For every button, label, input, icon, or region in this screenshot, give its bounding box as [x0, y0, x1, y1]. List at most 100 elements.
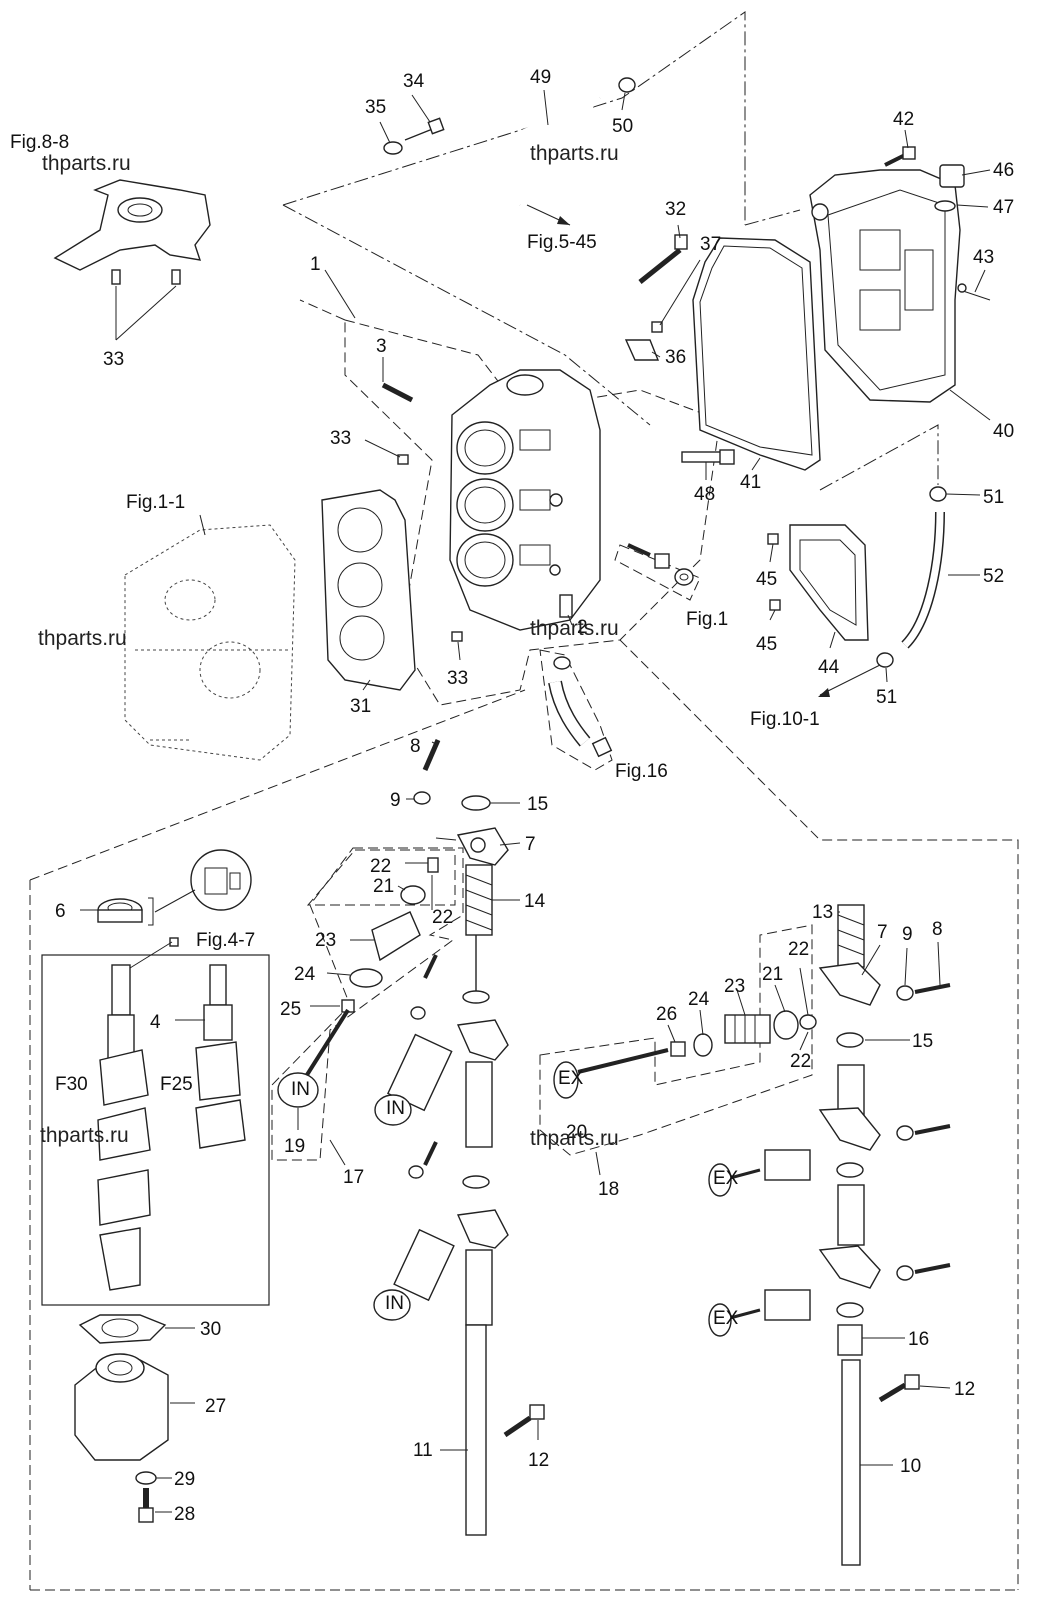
- bracket-assembly-inset: [53, 179, 211, 341]
- cover-gasket: [692, 237, 821, 471]
- exhaust-valvetrain: EX EX EX: [553, 904, 951, 1566]
- callout-47: 47: [993, 197, 1014, 218]
- callout-8b: 8: [932, 919, 943, 940]
- watermarks: thparts.ru thparts.ru thparts.ru thparts…: [38, 142, 619, 1150]
- callout-46: 46: [993, 160, 1014, 181]
- valve-mark-20: EX: [558, 1068, 584, 1089]
- callout-45b: 45: [756, 634, 777, 655]
- callout-22d: 22: [790, 1051, 811, 1072]
- callout-34: 34: [403, 71, 425, 92]
- callout-33a: 33: [103, 349, 124, 370]
- callout-51a: 51: [983, 487, 1004, 508]
- valve-mark-19: IN: [291, 1079, 310, 1100]
- callout-1: 1: [310, 254, 321, 275]
- callout-15a: 15: [527, 794, 548, 815]
- timing-cover: [767, 486, 947, 697]
- callout-9a: 9: [390, 790, 401, 811]
- callout-31: 31: [350, 696, 371, 717]
- callout-3: 3: [376, 336, 387, 357]
- fig16-hose: [548, 656, 613, 758]
- cylinder-head-cover: [809, 146, 991, 403]
- callout-35: 35: [365, 97, 386, 118]
- callout-36: 36: [665, 347, 686, 368]
- callout-23a: 23: [315, 930, 336, 951]
- ref-fig-1: Fig.1: [686, 609, 728, 630]
- watermark-2: thparts.ru: [530, 142, 619, 165]
- callout-22b: 22: [432, 907, 453, 928]
- callout-40: 40: [993, 421, 1014, 442]
- valve-mark-exhaust-2: EX: [713, 1168, 739, 1189]
- cylinder-head: [381, 369, 694, 642]
- watermark-4: thparts.ru: [530, 617, 619, 640]
- callout-28: 28: [174, 1504, 195, 1525]
- callout-7a: 7: [525, 834, 536, 855]
- callout-43: 43: [973, 247, 994, 268]
- engine-block-reference: [124, 524, 296, 761]
- callout-labels: 1 2 3 4 6 7 7 8 8 9 9 10 11 12 12 13 14 …: [55, 67, 1014, 1525]
- callout-52: 52: [983, 566, 1004, 587]
- callout-33c: 33: [447, 668, 468, 689]
- callout-44: 44: [818, 657, 840, 678]
- figure-references: Fig.8-8 Fig.5-45 Fig.1-1 Fig.1 Fig.16 Fi…: [10, 132, 820, 951]
- callout-f30: F30: [55, 1074, 88, 1095]
- callout-12a: 12: [528, 1450, 549, 1471]
- callout-8a: 8: [410, 736, 421, 757]
- callout-37: 37: [700, 234, 721, 255]
- head-gasket: [321, 489, 416, 691]
- callout-29: 29: [174, 1469, 195, 1490]
- callout-24a: 24: [294, 964, 316, 985]
- ref-fig-5-45: Fig.5-45: [527, 232, 597, 253]
- watermark-6: thparts.ru: [530, 1127, 619, 1150]
- callout-22c: 22: [788, 939, 809, 960]
- callout-2: 2: [577, 617, 588, 638]
- watermark-1: thparts.ru: [42, 152, 131, 175]
- watermark-5: thparts.ru: [40, 1124, 129, 1147]
- callout-33b: 33: [330, 428, 351, 449]
- callout-49: 49: [530, 67, 551, 88]
- callout-24b: 24: [688, 989, 710, 1010]
- callout-16: 16: [908, 1329, 929, 1350]
- callout-15b: 15: [912, 1031, 933, 1052]
- callout-17: 17: [343, 1167, 364, 1188]
- callout-14: 14: [524, 891, 546, 912]
- callout-11: 11: [413, 1440, 433, 1461]
- callout-51b: 51: [876, 687, 897, 708]
- callout-20: 20: [566, 1122, 587, 1143]
- callout-41: 41: [740, 472, 761, 493]
- callout-26: 26: [656, 1004, 677, 1025]
- camshaft-section: [41, 849, 270, 1523]
- callout-6: 6: [55, 901, 66, 922]
- callout-50: 50: [612, 116, 633, 137]
- callout-23b: 23: [724, 976, 745, 997]
- leader-lines: [80, 89, 991, 1513]
- callout-21a: 21: [373, 876, 394, 897]
- ref-fig-10-1: Fig.10-1: [750, 709, 820, 730]
- callout-13: 13: [812, 902, 833, 923]
- callout-9b: 9: [902, 924, 913, 945]
- callout-32: 32: [665, 199, 686, 220]
- intake-valvetrain: IN IN IN: [277, 739, 545, 1536]
- callout-45a: 45: [756, 569, 777, 590]
- callout-22a: 22: [370, 856, 391, 877]
- callout-4: 4: [150, 1012, 161, 1033]
- ref-fig-16: Fig.16: [615, 761, 668, 782]
- callout-12b: 12: [954, 1379, 975, 1400]
- callout-18: 18: [598, 1179, 619, 1200]
- rocker-spring: [465, 864, 493, 936]
- callout-19: 19: [284, 1136, 305, 1157]
- callout-30: 30: [200, 1319, 221, 1340]
- callout-7b: 7: [877, 922, 888, 943]
- callout-42: 42: [893, 109, 914, 130]
- callout-27: 27: [205, 1396, 226, 1417]
- valve-mark-exhaust-3: EX: [713, 1308, 739, 1329]
- valve-mark-intake-2: IN: [386, 1098, 405, 1119]
- valve-mark-intake-3: IN: [385, 1293, 404, 1314]
- ref-fig-4-7: Fig.4-7: [196, 930, 255, 951]
- callout-48: 48: [694, 484, 715, 505]
- callout-25: 25: [280, 999, 301, 1020]
- top-fasteners: [383, 77, 735, 465]
- ref-fig-8-8: Fig.8-8: [10, 132, 69, 153]
- callout-10: 10: [900, 1456, 921, 1477]
